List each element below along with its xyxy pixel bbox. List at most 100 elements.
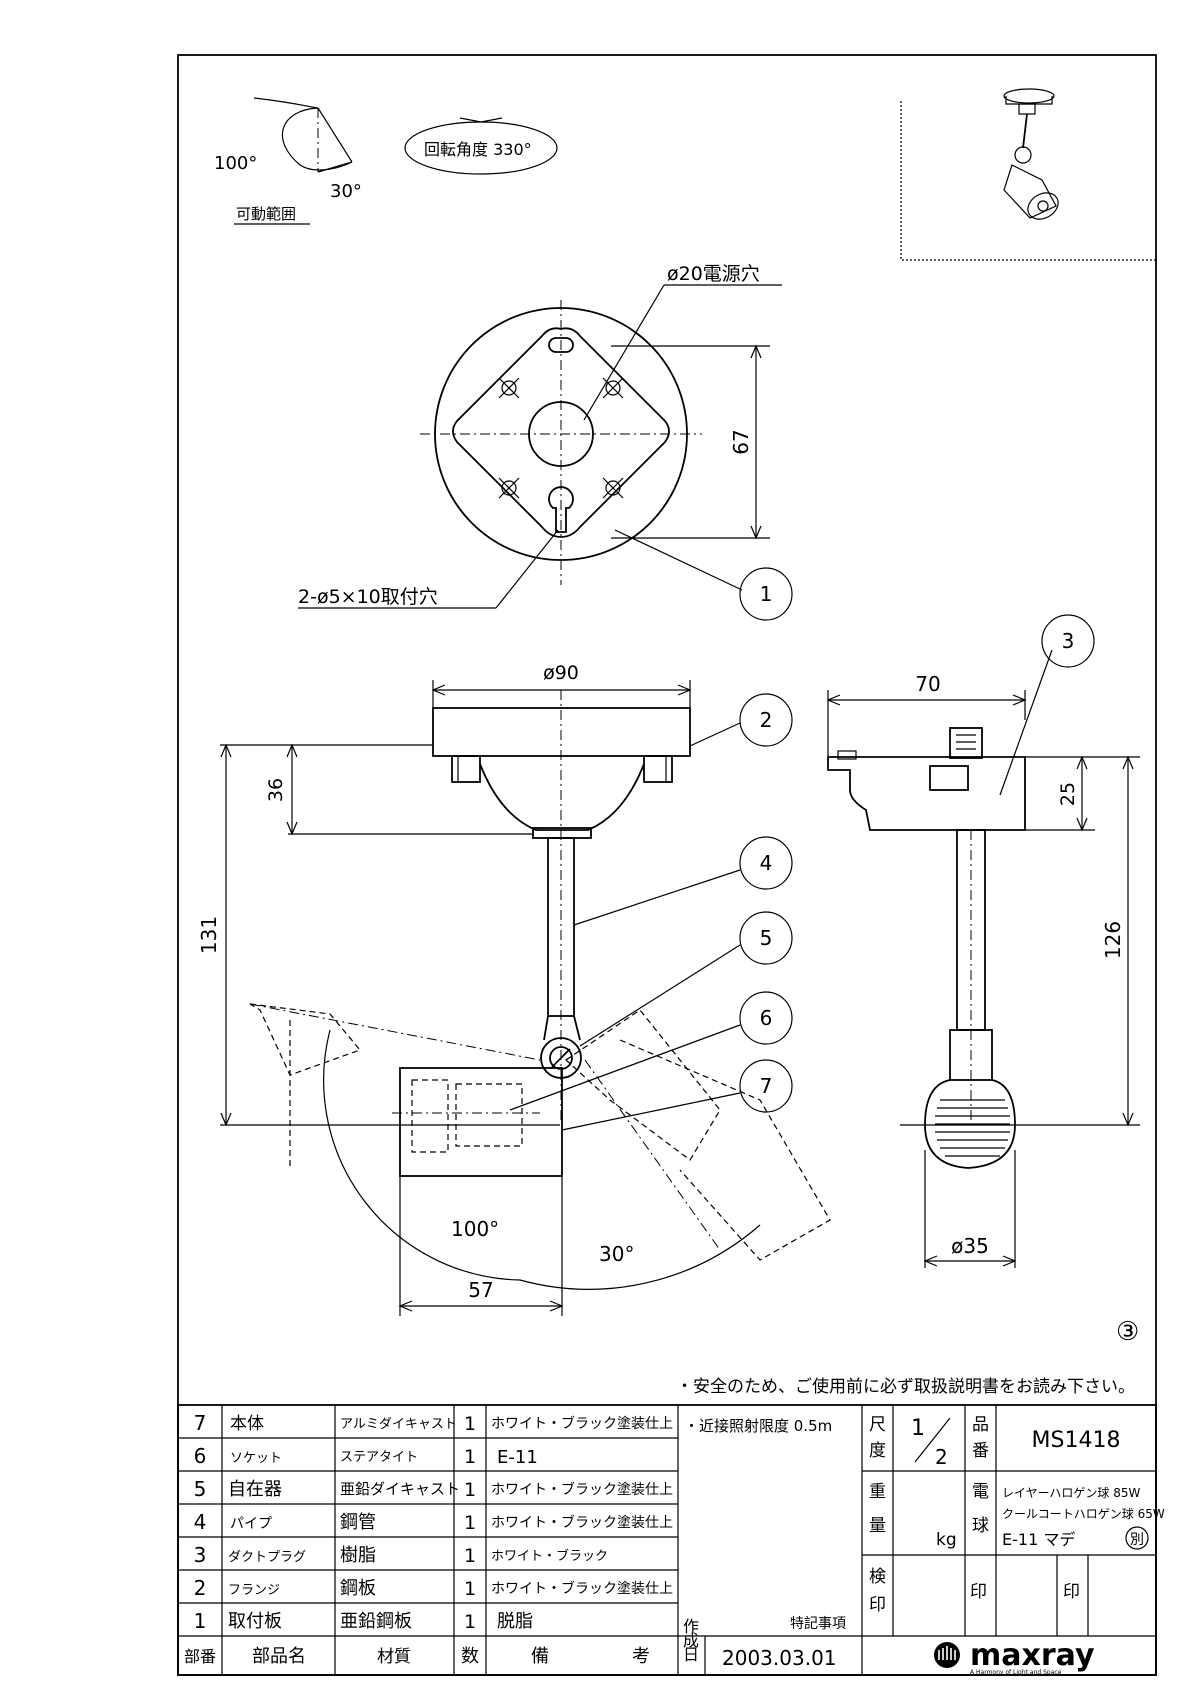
svg-text:1: 1 [464, 1611, 476, 1633]
svg-text:検印: 検印 [869, 1567, 886, 1615]
svg-text:2: 2 [935, 1445, 948, 1469]
dim-phi90: ø90 [543, 662, 579, 684]
dim-70: 70 [915, 672, 940, 696]
svg-text:1: 1 [464, 1545, 476, 1567]
svg-text:ホワイト・ブラック: ホワイト・ブラック [491, 1548, 608, 1564]
parts-list: 7 本体 アルミダイキャスト 1 ホワイト・ブラック塗装仕上 6 ソケット ステ… [184, 1411, 673, 1667]
svg-text:E-11: E-11 [497, 1447, 538, 1468]
brand-tagline: A Harmony of Light and Space [970, 1669, 1062, 1676]
drawing-frame [177, 54, 1157, 1676]
parts-header: 部番 部品名 材質 数 備 考 [184, 1646, 650, 1667]
dim-phi35: ø35 [951, 1234, 989, 1258]
title-block: 7 本体 アルミダイキャスト 1 ホワイト・ブラック塗装仕上 6 ソケット ステ… [177, 1404, 1165, 1676]
sheet-mark: ③ [1116, 1317, 1139, 1347]
svg-text:印: 印 [1063, 1582, 1080, 1602]
svg-text:作成日: 作成日 [683, 1617, 699, 1664]
svg-text:kg: kg [936, 1530, 957, 1550]
part-row: 5 自在器 亜鉛ダイキャスト 1 ホワイト・ブラック塗装仕上 [194, 1477, 673, 1501]
svg-text:尺度: 尺度 [869, 1415, 886, 1461]
svg-text:本体: 本体 [230, 1414, 264, 1434]
part-number-field: 品番 MS1418 [972, 1415, 1120, 1461]
svg-text:材質: 材質 [377, 1647, 411, 1667]
svg-text:1: 1 [464, 1578, 476, 1600]
svg-text:4: 4 [194, 1510, 207, 1534]
part-row: 4 パイプ 鋼管 1 ホワイト・ブラック塗装仕上 [194, 1510, 673, 1534]
svg-text:1: 1 [464, 1446, 476, 1468]
part-row: 2 フランジ 鋼板 1 ホワイト・ブラック塗装仕上 [194, 1576, 673, 1600]
range-label: 可動範囲 [236, 205, 296, 223]
svg-text:ソケット: ソケット [230, 1451, 282, 1466]
svg-text:脱脂: 脱脂 [497, 1611, 533, 1632]
date: 2003.03.01 [722, 1646, 837, 1670]
svg-text:回転角度 330°: 回転角度 330° [424, 140, 532, 159]
inspection-field: 検印 印 印 [869, 1567, 1080, 1615]
svg-text:5: 5 [194, 1477, 207, 1501]
rotation-range-diagram: 100° 30° 可動範囲 [214, 97, 362, 225]
svg-text:ホワイト・ブラック塗装仕上: ホワイト・ブラック塗装仕上 [491, 1580, 673, 1597]
svg-text:備: 備 [531, 1646, 549, 1667]
safety-notice: ・安全のため、ご使用前に必ず取扱説明書をお読み下さい。 [676, 1376, 1135, 1397]
callout-1: 1 [760, 582, 773, 606]
svg-text:鋼管: 鋼管 [340, 1512, 376, 1533]
front-view: ø90 36 [197, 662, 831, 1316]
callout-6: 6 [760, 1006, 773, 1030]
svg-text:亜鉛鋼板: 亜鉛鋼板 [340, 1611, 412, 1632]
svg-text:取付板: 取付板 [228, 1611, 282, 1632]
callout-7: 7 [760, 1074, 773, 1098]
dim-131: 131 [197, 916, 221, 954]
svg-text:重量: 重量 [869, 1482, 886, 1536]
part-row: 6 ソケット ステアタイト 1 E-11 [194, 1444, 538, 1468]
brand-name: maxray [970, 1638, 1095, 1673]
front-angle-30: 30° [599, 1242, 634, 1266]
svg-text:亜鉛ダイキャスト: 亜鉛ダイキャスト [340, 1480, 460, 1498]
svg-text:E-11 マデ: E-11 マデ [1002, 1530, 1075, 1549]
svg-text:アルミダイキャスト: アルミダイキャスト [340, 1417, 457, 1432]
svg-text:樹脂: 樹脂 [340, 1545, 376, 1566]
svg-text:部番: 部番 [184, 1647, 216, 1666]
dim-25: 25 [1057, 782, 1079, 806]
svg-text:鋼板: 鋼板 [340, 1578, 376, 1599]
svg-text:考: 考 [632, 1646, 650, 1667]
svg-text:電球: 電球 [972, 1482, 989, 1536]
mount-hole-label: 2-ø5×10取付穴 [298, 586, 438, 608]
svg-text:自在器: 自在器 [228, 1479, 282, 1500]
special-label: 特記事項 [790, 1615, 846, 1632]
top-view: ø20電源穴 2-ø5×10取付穴 67 1 [298, 263, 793, 621]
brand-logo: maxray A Harmony of Light and Space [934, 1638, 1095, 1676]
svg-text:ステアタイト: ステアタイト [340, 1450, 418, 1465]
special-note: ・近接照射限度 0.5m [684, 1417, 832, 1435]
svg-text:1: 1 [464, 1479, 476, 1501]
part-row: 1 取付板 亜鉛鋼板 1 脱脂 [194, 1609, 533, 1633]
svg-text:部品名: 部品名 [252, 1646, 306, 1667]
part-row: 3 ダクトプラグ 樹脂 1 ホワイト・ブラック [194, 1543, 608, 1567]
scale-field: 尺度 1 2 [869, 1415, 951, 1469]
svg-text:印: 印 [970, 1582, 987, 1602]
svg-text:品番: 品番 [972, 1415, 989, 1461]
svg-text:ダクトプラグ: ダクトプラグ [228, 1550, 306, 1565]
range-angle-30: 30° [330, 181, 362, 202]
dim-126: 126 [1101, 921, 1125, 959]
front-angle-100: 100° [451, 1217, 499, 1241]
svg-text:別: 別 [1130, 1532, 1144, 1548]
part-row: 7 本体 アルミダイキャスト 1 ホワイト・ブラック塗装仕上 [194, 1411, 673, 1435]
weight-field: 重量 kg [869, 1482, 957, 1550]
callout-2: 2 [760, 708, 773, 732]
svg-text:1: 1 [464, 1413, 476, 1435]
svg-text:ホワイト・ブラック塗装仕上: ホワイト・ブラック塗装仕上 [491, 1481, 673, 1498]
svg-text:2: 2 [194, 1576, 207, 1600]
bulb-field: 電球 レイヤーハロゲン球 85W クールコートハロゲン球 65W E-11 マデ… [972, 1482, 1165, 1550]
side-view: 70 25 126 [826, 614, 1140, 1268]
svg-text:3: 3 [194, 1543, 207, 1567]
callout-4: 4 [760, 851, 773, 875]
svg-text:フランジ: フランジ [228, 1583, 280, 1598]
svg-text:ホワイト・ブラック塗装仕上: ホワイト・ブラック塗装仕上 [491, 1415, 673, 1432]
svg-text:1: 1 [911, 1416, 925, 1441]
callout-3: 3 [1062, 629, 1075, 653]
svg-text:1: 1 [464, 1512, 476, 1534]
svg-text:数: 数 [461, 1646, 479, 1667]
rotation-angle-note: 回転角度 330° [404, 117, 558, 175]
svg-text:7: 7 [194, 1411, 207, 1435]
dim-67: 67 [729, 429, 753, 454]
svg-text:クールコートハロゲン球 65W: クールコートハロゲン球 65W [1002, 1507, 1165, 1521]
callout-5: 5 [760, 926, 773, 950]
